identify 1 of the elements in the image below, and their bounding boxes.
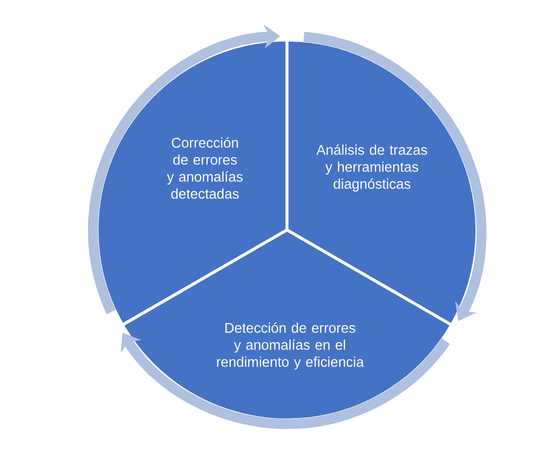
pie-sector: Detección de errores y anomalías en el rendimiento y eficiencia [120, 228, 454, 422]
